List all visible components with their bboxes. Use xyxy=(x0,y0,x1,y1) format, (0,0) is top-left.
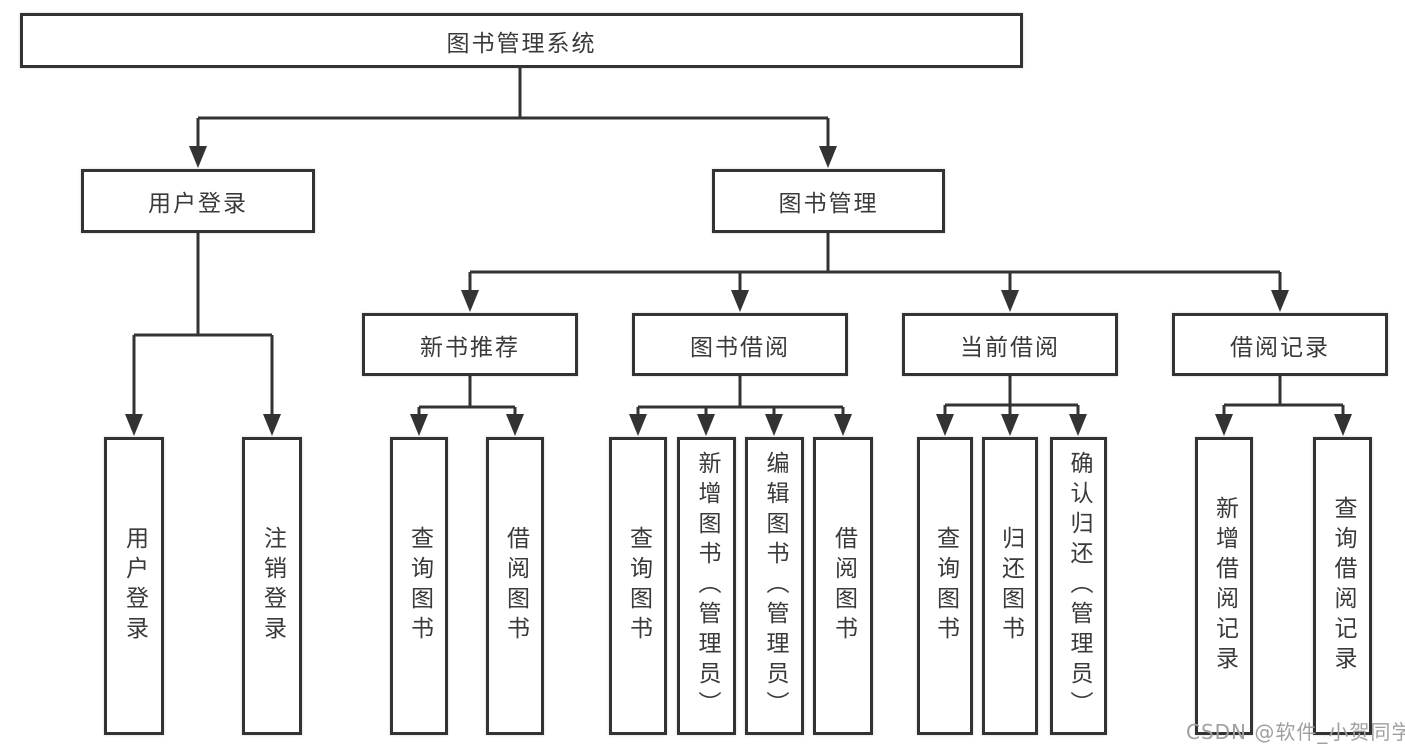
leaf-query-books-1: 查询图书 xyxy=(390,437,448,735)
leaf-query-books-1-label: 查询图书 xyxy=(406,526,433,646)
connector-user-login-to-leaves xyxy=(125,233,281,436)
leaf-edit-books-admin: 编辑图书（管理员） xyxy=(745,437,804,735)
node-module-book-borrow: 图书借阅 xyxy=(632,313,848,376)
node-branch-book-mgmt: 图书管理 xyxy=(712,169,945,233)
leaf-query-books-3: 查询图书 xyxy=(917,437,973,735)
node-root-label: 图书管理系统 xyxy=(446,30,597,57)
connector-borrow-records-to-leaves xyxy=(1215,376,1352,436)
csdn-watermark: CSDN @软件_小贺同学 xyxy=(1186,720,1405,744)
node-module-borrow-records: 借阅记录 xyxy=(1172,313,1388,376)
leaf-query-borrow-record: 查询借阅记录 xyxy=(1313,437,1372,735)
leaf-borrow-books-2: 借阅图书 xyxy=(813,437,873,735)
leaf-add-books-admin-label: 新增图书（管理员） xyxy=(694,451,720,721)
node-module-new-books-label: 新书推荐 xyxy=(420,334,520,361)
leaf-borrow-books-1-label: 借阅图书 xyxy=(502,526,529,646)
leaf-borrow-books-1: 借阅图书 xyxy=(486,437,544,735)
leaf-query-books-3-label: 查询图书 xyxy=(932,526,959,646)
connector-new-books-to-leaves xyxy=(410,376,524,436)
node-root: 图书管理系统 xyxy=(20,13,1023,68)
leaf-query-borrow-record-label: 查询借阅记录 xyxy=(1330,496,1356,676)
connector-root-to-branches xyxy=(189,68,837,168)
leaf-return-books-label: 归还图书 xyxy=(997,526,1024,646)
connector-book-borrow-to-leaves xyxy=(629,376,852,436)
leaf-logout-label: 注销登录 xyxy=(259,526,286,646)
node-module-borrow-records-label: 借阅记录 xyxy=(1230,334,1330,361)
leaf-return-books: 归还图书 xyxy=(982,437,1038,735)
connector-book-mgmt-to-modules xyxy=(461,233,1289,312)
node-module-book-borrow-label: 图书借阅 xyxy=(690,334,790,361)
node-branch-book-mgmt-label: 图书管理 xyxy=(778,191,879,217)
leaf-logout: 注销登录 xyxy=(242,437,302,735)
node-branch-user-login-label: 用户登录 xyxy=(148,191,248,217)
node-branch-user-login: 用户登录 xyxy=(81,169,315,233)
leaf-query-books-2: 查询图书 xyxy=(609,437,667,735)
connector-current-borrow-to-leaves xyxy=(936,376,1087,436)
leaf-query-books-2-label: 查询图书 xyxy=(625,526,652,646)
leaf-borrow-books-2-label: 借阅图书 xyxy=(830,526,857,646)
node-module-current-borrow-label: 当前借阅 xyxy=(960,334,1060,361)
leaf-confirm-return-admin: 确认归还（管理员） xyxy=(1050,437,1107,735)
leaf-add-books-admin: 新增图书（管理员） xyxy=(677,437,736,735)
leaf-add-borrow-record: 新增借阅记录 xyxy=(1195,437,1253,735)
leaf-user-login-label: 用户登录 xyxy=(121,526,148,646)
leaf-confirm-return-admin-label: 确认归还（管理员） xyxy=(1066,451,1092,721)
leaf-user-login: 用户登录 xyxy=(104,437,164,735)
node-module-new-books: 新书推荐 xyxy=(362,313,578,376)
leaf-edit-books-admin-label: 编辑图书（管理员） xyxy=(762,451,788,721)
leaf-add-borrow-record-label: 新增借阅记录 xyxy=(1211,496,1238,676)
node-module-current-borrow: 当前借阅 xyxy=(902,313,1118,376)
